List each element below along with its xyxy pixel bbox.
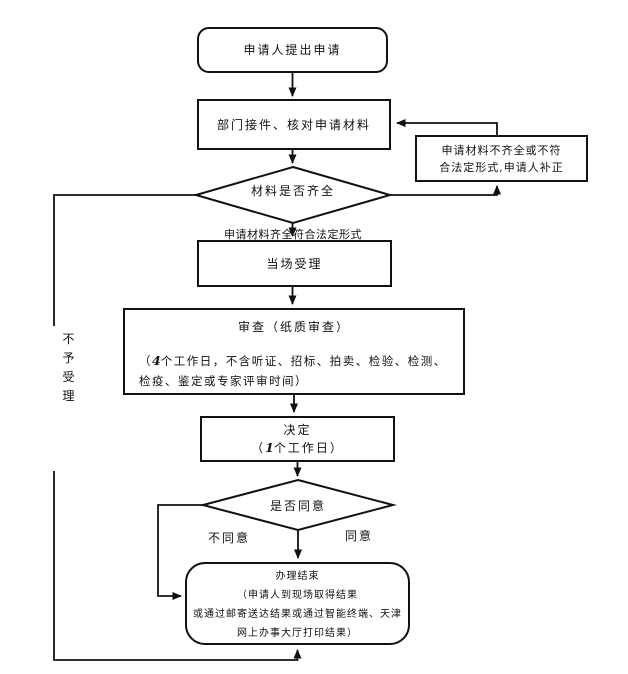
review-detail-days: 4 <box>152 353 161 368</box>
review-detail-line1: 个工作日，不含听证、招标、拍卖、检验、检测、 <box>160 354 447 368</box>
disagree-edge-label: 不同意 <box>207 531 250 545</box>
agree-edge-label: 同意 <box>344 529 373 543</box>
correction-line2: 合法定形式,申请人补正 <box>439 160 564 174</box>
edge-check-correction <box>390 185 501 196</box>
accept-node: 当场受理 <box>197 240 392 287</box>
receive-node: 部门接件、核对申请材料 <box>197 99 391 150</box>
edge-correction-receive <box>396 119 498 135</box>
review-node: 审查（纸质审查） （4个工作日，不含听证、招标、拍卖、检验、检测、 检疫、鉴定或… <box>123 308 465 395</box>
result-line1: 办理结束 <box>275 570 320 582</box>
receive-label: 部门接件、核对申请材料 <box>216 117 371 132</box>
decision-agree-label: 是否同意 <box>269 499 326 513</box>
result-line3: 或通过邮寄送达结果或通过智能终端、天津 <box>193 608 402 620</box>
decision-materials-label: 材料是否齐全 <box>250 184 335 198</box>
decide-detail-days: 1 <box>265 439 274 455</box>
decide-detail-open: （ <box>251 440 266 455</box>
edge-disagree-result <box>157 504 203 600</box>
correction-node: 申请材料不齐全或不符 合法定形式,申请人补正 <box>415 135 588 182</box>
result-line4: 网上办事大厅打印结果） <box>237 627 358 639</box>
review-detail-line2: 检疫、鉴定或专家评审时间） <box>139 374 308 388</box>
edge-reject-lower <box>53 471 302 661</box>
review-detail: （4个工作日，不含听证、招标、拍卖、检验、检测、 检疫、鉴定或专家评审时间） <box>139 351 455 391</box>
accept-label: 当场受理 <box>266 256 323 271</box>
qualified-note: 申请材料齐全符合法定形式 <box>224 228 362 241</box>
edge-reject-upper <box>53 194 196 326</box>
decide-detail: （1个工作日） <box>251 439 344 457</box>
result-node: 办理结束 （申请人到现场取得结果 或通过邮寄送达结果或通过智能终端、天津 网上办… <box>185 562 410 645</box>
decide-node: 决定 （1个工作日） <box>200 416 395 462</box>
review-title: 审查（纸质审查） <box>237 320 350 334</box>
start-node: 申请人提出申请 <box>197 27 388 73</box>
decision-materials-diamond <box>192 165 394 225</box>
review-detail-open: （ <box>139 354 152 368</box>
start-label: 申请人提出申请 <box>243 43 342 57</box>
decide-title: 决定 <box>283 422 312 437</box>
decide-detail-rest: 个工作日） <box>273 440 344 455</box>
reject-edge-label: 不予受理 <box>62 332 75 403</box>
decision-agree-diamond <box>199 478 397 532</box>
result-line2: （申请人到现场取得结果 <box>237 589 358 601</box>
correction-line1: 申请材料不齐全或不符 <box>441 143 562 157</box>
